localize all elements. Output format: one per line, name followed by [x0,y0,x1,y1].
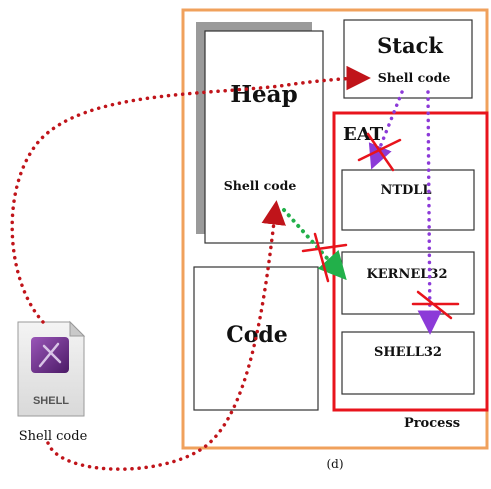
module-ntdll: NTDLL [341,169,475,231]
stack-label: Stack [377,33,443,58]
heap-to-kernel32-path [282,208,347,281]
heap-box [204,30,324,244]
shell32-label: SHELL32 [374,345,442,360]
stack-to-eat-path [368,90,404,170]
module-shell32: SHELL32 [341,331,475,395]
figure-caption: (d) [326,457,343,471]
shell-script-file-icon: SHELL [17,320,86,417]
stack-box [343,19,473,99]
block-mark-eat [357,132,402,172]
kernel32-label: KERNEL32 [366,267,447,282]
ntdll-label: NTDLL [380,183,431,198]
file-gem-script-mark [38,342,62,368]
ntdll-box [341,169,475,231]
process-label: Process [404,416,460,431]
block-mark-shell32 [411,290,460,320]
shell32-box [341,331,475,395]
file-caption: Shell code [19,429,88,444]
file-corner-fold [69,320,86,337]
block-mark-kernel32 [301,232,348,283]
eat-label: EAT [343,124,384,145]
heap-shellcode-label: Shell code [224,178,297,193]
heap-region: Heap Shell code [196,22,324,244]
stack-region: Stack Shell code [343,19,473,99]
code-label: Code [226,322,288,348]
stack-to-shell32-path [417,90,443,335]
stack-shellcode-label: Shell code [378,70,451,85]
heap-label: Heap [230,81,297,108]
file-badge-label: SHELL [33,395,69,407]
injection-path-to-heap [46,200,286,471]
